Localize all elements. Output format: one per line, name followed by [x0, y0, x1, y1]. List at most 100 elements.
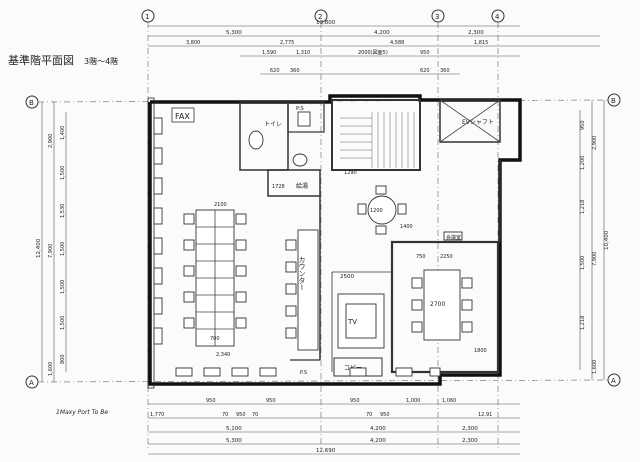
- ps-label-bottom: P.S: [300, 370, 307, 376]
- dim-bot-e8: 1,060: [442, 398, 456, 404]
- dim-bot-b3: 2,300: [462, 438, 478, 444]
- dim-left-m2: 1,500: [60, 166, 66, 180]
- bottom-dimensions: 1,770 950 950 950 950 950 1,000 1,060 12…: [148, 398, 520, 455]
- dim-top-d2: 4,200: [374, 30, 390, 36]
- plan-dims: 2,340 2100 700 1290: [210, 170, 357, 358]
- toilet-label: トイレ: [264, 121, 282, 128]
- dim-left-m5: 1,500: [60, 280, 66, 294]
- tv-label: TV: [347, 318, 357, 326]
- dim-top-s11: 620: [420, 68, 430, 74]
- dim-1200: 1200: [370, 208, 383, 214]
- dim-bot-b2: 4,200: [370, 438, 386, 444]
- grid-bubble-b-left: B: [29, 99, 34, 107]
- desk-cluster: [183, 209, 247, 347]
- dim-top-s9: 620: [270, 68, 280, 74]
- dim-top-s6: 1,310: [296, 50, 310, 56]
- dim-left-m1: 1,400: [60, 126, 66, 140]
- dim-top-s4: 1,815: [474, 40, 488, 46]
- dim-left-m7: 800: [60, 354, 66, 364]
- core-labels: FAX トイレ P.S EVシャフト 給湯 1728: [171, 106, 494, 190]
- meeting-label: 会議室: [446, 234, 461, 241]
- dim-bot-e7: 1,000: [406, 398, 420, 404]
- dim-2700: 2700: [430, 301, 445, 308]
- round-table: 1200: [357, 185, 407, 235]
- left-dimensions: 12,400 2,900 7,900 1,600 1,400 1,500 1,5…: [36, 102, 67, 382]
- dim-left-m4: 1,500: [60, 242, 66, 256]
- dim-right-r2: 7,900: [592, 252, 598, 266]
- core-area: [239, 99, 501, 197]
- dim-bot-total: 12,690: [316, 448, 336, 454]
- dim-left-l2: 7,900: [48, 244, 54, 258]
- dim-2250: 2250: [440, 254, 453, 260]
- dim-left-m6: 1,500: [60, 316, 66, 330]
- dim-1400: 1400: [400, 224, 413, 230]
- dim-bot-e5: 950: [350, 398, 360, 404]
- dim-top-d3: 2,300: [468, 30, 484, 36]
- dim-left-l1: 2,900: [48, 134, 54, 148]
- dim-bot-e4: 950: [266, 398, 276, 404]
- grid-bubble-4: 4: [495, 13, 500, 21]
- left-windows: [153, 117, 163, 345]
- grid-bubble-a-left: A: [29, 379, 34, 387]
- dim-right-q1: 950: [580, 120, 586, 130]
- meeting-room: 2700 会議室 750 2250 1800 1400: [400, 224, 487, 354]
- dim-top-total: 13,800: [316, 20, 336, 26]
- dim-bot-c3: 2,300: [462, 426, 478, 432]
- top-dimensions: 13,800 5,300 4,200 2,300 3,800 2,775 4,5…: [148, 20, 600, 75]
- dim-bot-e2: 950: [206, 398, 216, 404]
- copy-area: TV コピー 2500: [337, 274, 385, 372]
- dim-top-s1: 3,800: [186, 40, 200, 46]
- dim-left-total: 12,400: [36, 238, 42, 258]
- handwritten-note: 1Maxy Port To Be: [56, 409, 108, 416]
- grid-bubble-b-right: B: [611, 97, 616, 105]
- dim-top-s5: 1,590: [262, 50, 276, 56]
- fax-label: FAX: [175, 112, 190, 121]
- dim-right-q4: 1,500: [580, 256, 586, 270]
- partitions: [290, 160, 501, 377]
- dim-right-q2: 1,200: [580, 156, 586, 170]
- grid-bubble-1: 1: [145, 13, 149, 21]
- dim-top-s8: 950: [420, 50, 430, 56]
- dim-bot-c1: 5,100: [226, 426, 242, 432]
- dim-700: 700: [210, 336, 220, 342]
- dim-left-l3: 1,600: [48, 362, 54, 376]
- dim-bot-x2: 70: [252, 412, 258, 418]
- bottom-windows: P.S: [175, 367, 441, 377]
- plan-title: 基準階平面図: [8, 53, 74, 67]
- grid-bubble-3: 3: [435, 13, 439, 21]
- counter-label: カウンター: [298, 256, 306, 291]
- dim-bot-e6: 950: [380, 412, 390, 418]
- dim-right-total: 10,400: [604, 230, 610, 250]
- grid-bubbles: 1 2 3 4 B A B A: [25, 9, 621, 389]
- dim-top-s10: 360: [290, 68, 300, 74]
- right-dimensions: 10,400 2,900 7,900 1,600 950 1,200 1,218…: [579, 100, 610, 380]
- ps-label-top: P.S: [296, 106, 304, 112]
- dim-1728: 1728: [272, 184, 285, 190]
- dim-bot-e9: 12,91: [478, 412, 492, 418]
- dim-right-q5: 1,218: [580, 316, 586, 330]
- dim-bot-b1: 5,300: [226, 438, 242, 444]
- dim-bot-e1: 1,770: [150, 412, 164, 418]
- dim-1800: 1800: [474, 348, 487, 354]
- kyuto-label: 給湯: [296, 182, 308, 190]
- dim-top-s2: 2,775: [280, 40, 294, 46]
- ev-shaft-label: EVシャフト: [462, 119, 494, 126]
- dim-top-d1: 5,300: [226, 30, 242, 36]
- dim-1290: 1290: [344, 170, 357, 176]
- grid-bubble-2: 2: [318, 13, 322, 21]
- grid-bubble-a-right: A: [611, 377, 616, 385]
- dim-right-r1: 2,900: [592, 136, 598, 150]
- dim-bot-c2: 4,200: [370, 426, 386, 432]
- grid-lines: [37, 22, 609, 450]
- plan-title-sub: 3階～4階: [84, 56, 118, 66]
- dim-right-q3: 1,218: [580, 200, 586, 214]
- dim-750: 750: [416, 254, 426, 260]
- dim-top-s3: 4,588: [390, 40, 404, 46]
- counter: カウンター: [285, 229, 319, 351]
- dim-2500: 2500: [340, 274, 354, 280]
- dim-left-m3: 1,530: [60, 204, 66, 218]
- dim-top-s7: 2000(図面5): [358, 50, 388, 56]
- dim-2340: 2,340: [216, 352, 230, 358]
- dim-top-s12: 360: [440, 68, 450, 74]
